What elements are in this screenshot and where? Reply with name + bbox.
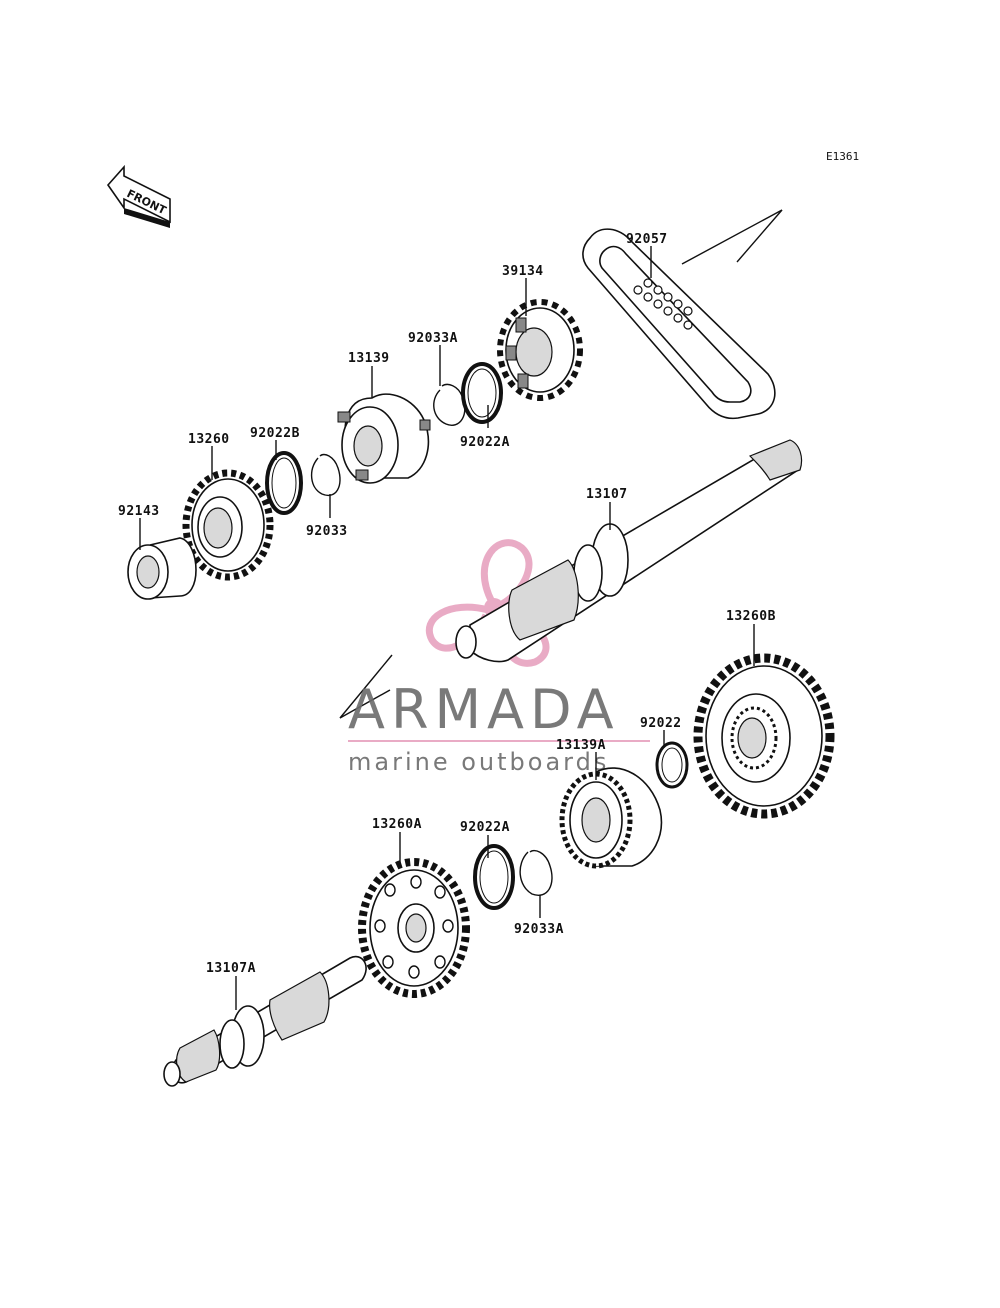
label-13260: 13260 <box>188 432 230 447</box>
part-92033a-circlip <box>433 383 466 426</box>
label-13139: 13139 <box>348 351 390 366</box>
label-92033a: 92033A <box>408 331 458 346</box>
label-13107: 13107 <box>586 487 628 502</box>
label-13260b: 13260B <box>726 609 776 624</box>
watermark-subtitle: marine outboards <box>348 748 609 776</box>
label-92057: 92057 <box>626 232 668 247</box>
part-labels: 92057 39134 92033A 13139 92022A 13260 92… <box>118 232 776 976</box>
part-13260-gear <box>182 469 274 581</box>
label-92033: 92033 <box>306 524 348 539</box>
part-39134-sprocket <box>497 299 583 401</box>
label-13260a: 13260A <box>372 817 422 832</box>
part-92033-circlip <box>311 453 341 497</box>
part-92143-bushing <box>127 537 197 600</box>
part-92033a-circlip-lower <box>519 849 553 896</box>
label-13139a: 13139A <box>556 738 606 753</box>
part-13139a-dog-ring <box>559 767 663 869</box>
label-92022a: 92022A <box>460 435 510 450</box>
leader-lines <box>139 246 755 1010</box>
part-92022-washer <box>655 741 689 789</box>
part-13139-dog-ring <box>337 393 431 484</box>
front-arrow-icon: FRONT <box>106 164 171 228</box>
diagram-code: E1361 <box>826 150 859 163</box>
label-13107a: 13107A <box>206 961 256 976</box>
watermark-title: ARMADA <box>348 678 620 741</box>
label-92022a-lower: 92022A <box>460 820 510 835</box>
label-92022: 92022 <box>640 716 682 731</box>
axis-lines-upper <box>339 209 783 719</box>
part-13107a-shaft <box>163 955 367 1087</box>
label-92143: 92143 <box>118 504 160 519</box>
label-92033a-lower: 92033A <box>514 922 564 937</box>
label-92022b: 92022B <box>250 426 300 441</box>
part-92022b-washer <box>265 451 303 515</box>
part-13260b-large-gear <box>693 653 835 819</box>
part-92057-chain <box>582 228 776 420</box>
part-13260a-gear <box>358 858 470 998</box>
label-39134: 39134 <box>502 264 544 279</box>
part-92022a-washer <box>461 362 503 424</box>
part-13107-shaft <box>455 439 803 663</box>
part-92022a-washer-lower <box>473 844 515 910</box>
